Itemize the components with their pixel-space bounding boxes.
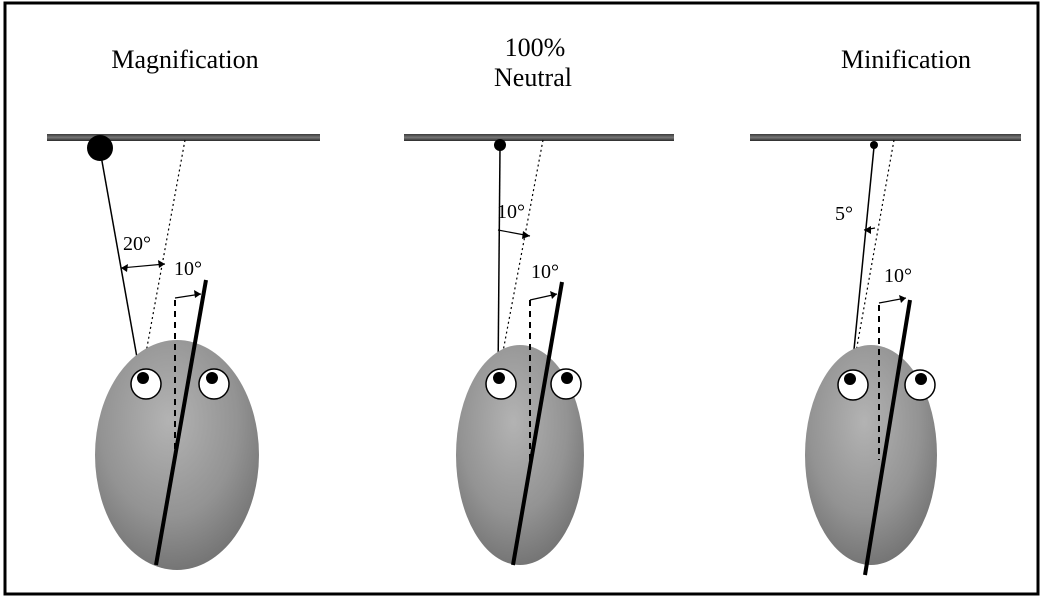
left-eye <box>486 369 516 399</box>
reference-dotted-line <box>851 140 894 380</box>
panel-title: 100% <box>505 33 566 62</box>
panel-title: Minification <box>841 45 971 74</box>
target-dot <box>87 135 113 161</box>
display-screen-bar <box>750 134 1021 141</box>
right-eye <box>551 369 581 399</box>
right-eye <box>905 370 935 400</box>
head-tilt-label: 10° <box>884 265 912 287</box>
panel-neutral: 100% Neutral 10° 10° <box>404 33 674 565</box>
arrowhead <box>899 295 906 303</box>
sight-line <box>498 148 500 378</box>
reference-dotted-line <box>498 140 543 378</box>
left-eye <box>131 369 161 399</box>
panel-magnification: Magnification 20° 10° <box>47 45 320 570</box>
head-tilt-label: 10° <box>174 258 202 280</box>
target-angle-label: 10° <box>497 201 525 223</box>
arrowhead <box>158 260 165 268</box>
right-eye <box>199 369 229 399</box>
display-screen-bar <box>47 134 320 141</box>
panel-title: Magnification <box>111 45 258 74</box>
target-angle-label: 5° <box>835 203 853 225</box>
sight-line <box>100 150 141 380</box>
arrowhead <box>194 290 201 298</box>
arrowhead <box>550 291 557 299</box>
target-angle-label: 20° <box>123 233 151 255</box>
panel-minification: Minification 5° 10° <box>750 45 1021 575</box>
panel-subtitle: Neutral <box>494 63 572 92</box>
display-screen-bar <box>404 134 674 141</box>
arrowhead <box>522 231 530 239</box>
left-eye <box>838 370 868 400</box>
head-tilt-label: 10° <box>531 261 559 283</box>
